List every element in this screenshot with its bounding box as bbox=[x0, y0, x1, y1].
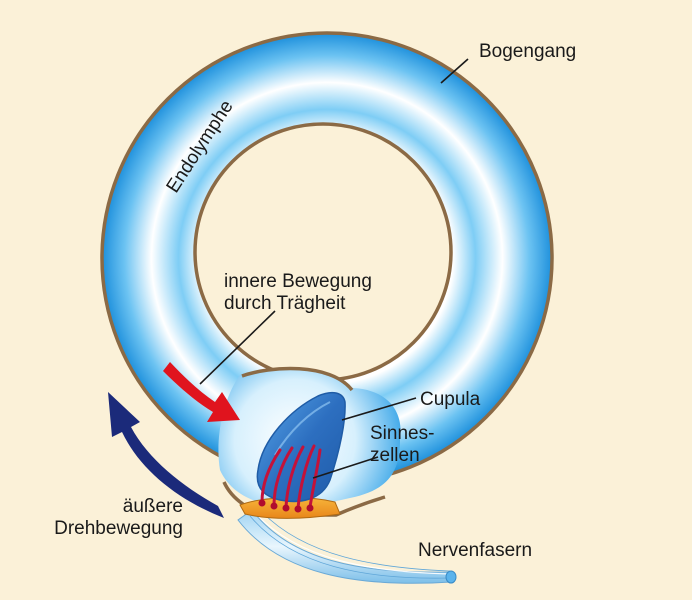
inner-motion-arrow bbox=[163, 362, 240, 422]
outer-rotation-line2: Drehbewegung bbox=[54, 518, 183, 539]
sinneszellen-line1: Sinnes- bbox=[370, 423, 435, 444]
inner-motion-line1: innere Bewegung bbox=[224, 271, 372, 292]
sinneszellen-line2: zellen bbox=[370, 445, 420, 466]
outer-rotation-label: äußere Drehbewegung bbox=[31, 496, 183, 540]
hair-cells bbox=[260, 444, 322, 510]
nerve-fibers bbox=[237, 509, 457, 584]
sinneszellen-label: Sinnes- zellen bbox=[370, 423, 434, 467]
inner-motion-line2: durch Trägheit bbox=[224, 293, 346, 314]
nervenfasern-label: Nervenfasern bbox=[418, 540, 533, 561]
leader-lines bbox=[199, 58, 469, 479]
bogengang-label: Bogengang bbox=[479, 41, 577, 62]
cupula-label: Cupula bbox=[420, 389, 481, 410]
outer-rotation-arrow bbox=[108, 392, 224, 518]
hair-cell-nuclei bbox=[258, 499, 314, 513]
inner-motion-label: innere Bewegung durch Trägheit bbox=[224, 271, 372, 315]
outer-rotation-line1: äußere bbox=[122, 496, 183, 517]
ampulla-wall bbox=[241, 366, 354, 392]
